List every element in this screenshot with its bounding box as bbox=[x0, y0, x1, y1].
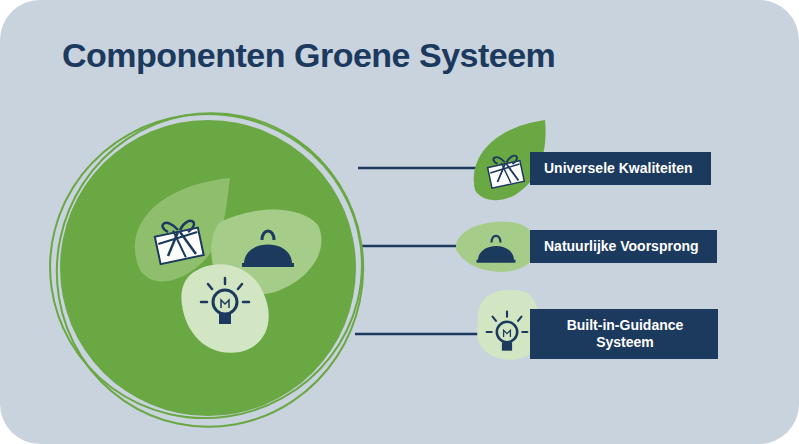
label-box: Built-in-Guidance Systeem bbox=[530, 309, 718, 359]
box-label: Natuurlijke Voorsprong bbox=[544, 238, 705, 255]
label-box: Natuurlijke Voorsprong bbox=[530, 230, 717, 263]
box-label: Built-in-Guidance Systeem bbox=[544, 317, 706, 351]
title: Componenten Groene Systeem bbox=[62, 36, 555, 75]
label-box: Universele Kwaliteiten bbox=[530, 152, 711, 185]
box-label: Universele Kwaliteiten bbox=[544, 160, 699, 177]
